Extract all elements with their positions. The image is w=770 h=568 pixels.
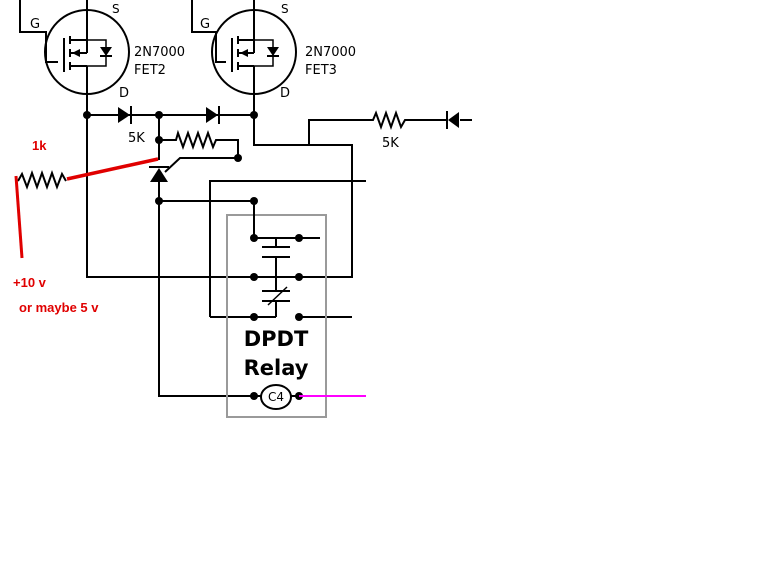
voltage-alt-label: or maybe 5 v <box>19 300 99 315</box>
circuit-wiring <box>86 110 472 397</box>
junction-dot <box>234 154 242 162</box>
fet3-source-label: S <box>281 2 289 16</box>
diode-left-label: D <box>119 86 129 101</box>
relay-terminal <box>295 313 303 321</box>
fet3-part-label: 2N7000 <box>305 45 356 60</box>
resistor-top-label: 5K <box>128 131 145 146</box>
relay-terminal <box>295 234 303 242</box>
fet2-gate-label: G <box>30 17 40 32</box>
fet2-part-label: 2N7000 <box>134 45 185 60</box>
voltage-label: +10 v <box>13 275 47 290</box>
diode-left <box>118 106 132 124</box>
junction-dot <box>155 136 163 144</box>
fet2-source-label: S <box>112 2 120 16</box>
relay-contacts <box>253 201 320 318</box>
relay-terminal <box>250 273 258 281</box>
relay-terminal <box>295 273 303 281</box>
fet3-transistor <box>191 0 297 115</box>
fet2-name-label: FET2 <box>134 63 166 78</box>
diode-right <box>206 106 220 124</box>
fet2-transistor <box>19 0 130 115</box>
relay-coil <box>250 384 303 410</box>
relay-terminal <box>250 197 258 205</box>
diode-far-right <box>446 111 459 129</box>
resistor-right-label: 5K <box>382 136 399 151</box>
relay-terminal <box>250 234 258 242</box>
fet3-gate-label: G <box>200 17 210 32</box>
junction-dot <box>155 197 163 205</box>
fet3-name-label: FET3 <box>305 63 337 78</box>
relay-title-line2: Relay <box>244 356 309 380</box>
fet3-drain-label: D <box>280 86 290 101</box>
relay-title-line1: DPDT <box>244 327 309 351</box>
resistor-1k-label: 1k <box>32 138 47 153</box>
relay-coil-label: C4 <box>268 390 284 404</box>
relay-outline <box>226 214 327 418</box>
relay-terminal <box>250 313 258 321</box>
scr-thyristor <box>149 166 169 182</box>
red-annotation <box>14 157 159 259</box>
